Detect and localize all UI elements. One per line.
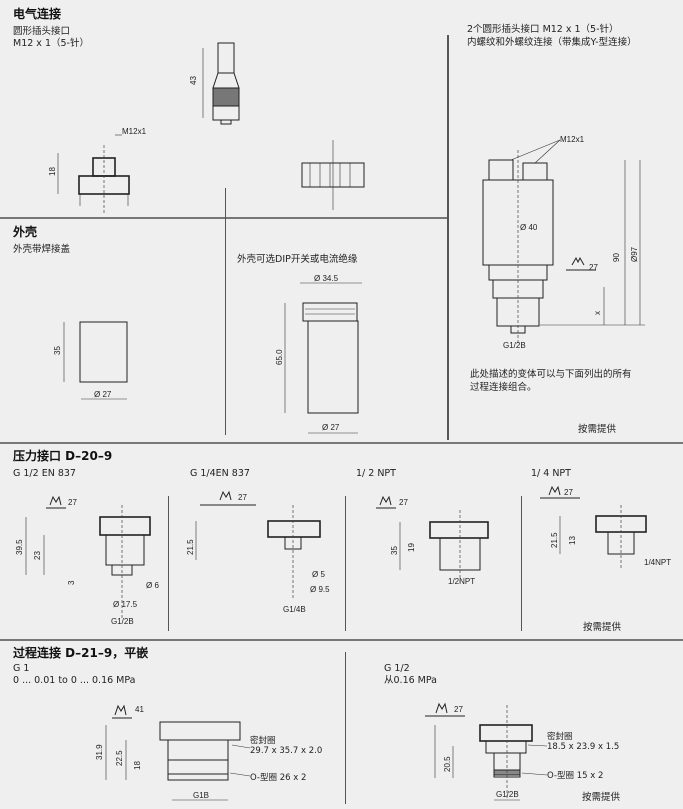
svg-text:3: 3 <box>67 580 76 585</box>
svg-text:13: 13 <box>568 536 577 545</box>
pressure-variant-label: 1/ 2 NPT <box>356 468 396 479</box>
divider <box>0 639 683 641</box>
svg-text:20.5: 20.5 <box>443 756 452 772</box>
section-title-process: 过程连接 D–21–9，平嵌 <box>13 646 149 660</box>
process-g1-drawing: 41 31.9 22.5 18 G1B <box>95 704 251 801</box>
svg-text:G1/2B: G1/2B <box>496 790 519 799</box>
welded-housing-drawing: 35 Ø 27 <box>53 321 128 400</box>
seal-size: 18.5 x 23.9 x 1.5 <box>547 742 620 752</box>
divider <box>168 496 169 631</box>
svg-text:M12x1: M12x1 <box>122 127 147 136</box>
svg-text:Ø 40: Ø 40 <box>520 223 538 232</box>
svg-text:Ø 34.5: Ø 34.5 <box>314 274 339 283</box>
svg-text:41: 41 <box>135 705 144 714</box>
process-g1-label: G 1 <box>13 663 30 674</box>
single-connector-label: 圆形插头接口 <box>13 26 71 37</box>
svg-text:39.5: 39.5 <box>15 539 24 555</box>
pressure-variant-label: G 1/2 EN 837 <box>13 468 76 479</box>
connector-plug-drawing: 43 <box>189 42 240 125</box>
pressure-npt14-drawing: 27 21.5 13 1/4NPT <box>540 485 671 570</box>
svg-text:Ø 27: Ø 27 <box>322 423 340 432</box>
svg-text:27: 27 <box>238 493 247 502</box>
pressure-variant-label: 1/ 4 NPT <box>531 468 571 479</box>
double-connector-label: 2个圆形插头接口 M12 x 1（5-针） <box>467 24 619 35</box>
svg-text:G1B: G1B <box>193 791 209 800</box>
seal-label: 密封圈 <box>547 732 573 742</box>
dip-housing-label: 外壳可选DIP开关或电流绝缘 <box>237 254 358 265</box>
oring-label: O-型圈 15 x 2 <box>547 771 604 781</box>
svg-text:Ø97: Ø97 <box>630 246 639 262</box>
pressure-g12-drawing: 27 39.5 23 3 Ø 6 Ø 17.5 G1/2B <box>15 495 159 626</box>
section-title-pressure: 压力接口 D–20–9 <box>13 449 113 463</box>
divider <box>0 442 683 444</box>
svg-text:Ø 17.5: Ø 17.5 <box>113 600 138 609</box>
on-request-note: 按需提供 <box>583 622 622 633</box>
divider <box>0 217 448 219</box>
svg-text:65.0: 65.0 <box>275 349 284 365</box>
svg-text:21.5: 21.5 <box>550 532 559 548</box>
svg-text:19: 19 <box>407 543 416 552</box>
divider <box>345 652 346 804</box>
svg-text:27: 27 <box>399 498 408 507</box>
svg-text:G1/4B: G1/4B <box>283 605 306 614</box>
connector-socket-drawing: 18 M12x1 <box>48 127 147 214</box>
svg-text:1/2NPT: 1/2NPT <box>448 577 475 586</box>
svg-text:18: 18 <box>133 761 142 770</box>
svg-text:23: 23 <box>33 551 42 560</box>
dip-housing-drawing: Ø 34.5 65.0 Ø 27 <box>275 274 362 434</box>
svg-text:27: 27 <box>589 263 598 272</box>
seal-size: 29.7 x 35.7 x 2.0 <box>250 746 323 756</box>
connector-top-view-drawing <box>301 140 365 210</box>
divider <box>345 496 346 631</box>
svg-text:Ø 9.5: Ø 9.5 <box>310 585 330 594</box>
process-g12-label: G 1/2 <box>384 663 410 674</box>
svg-text:22.5: 22.5 <box>115 750 124 766</box>
divider <box>447 35 449 440</box>
pressure-npt12-drawing: 27 35 19 1/2NPT <box>376 495 489 586</box>
svg-text:31.9: 31.9 <box>95 744 104 760</box>
double-connector-drawing: Ø 40 M12x1 27 90 Ø97 x G1/2B <box>482 135 645 350</box>
variant-note: 过程连接组合。 <box>470 382 537 393</box>
svg-text:G1/2B: G1/2B <box>503 341 526 350</box>
svg-text:27: 27 <box>454 705 463 714</box>
on-request-note: 按需提供 <box>578 424 617 435</box>
svg-text:18: 18 <box>48 167 57 176</box>
double-connector-spec: 内螺纹和外螺纹连接（带集成Y-型连接） <box>467 37 637 48</box>
oring-label: O-型圈 26 x 2 <box>250 773 307 783</box>
svg-text:27: 27 <box>68 498 77 507</box>
svg-text:Ø 6: Ø 6 <box>146 581 159 590</box>
svg-text:x: x <box>593 311 602 315</box>
process-g1-range: 0 ... 0.01 to 0 ... 0.16 MPa <box>13 675 136 686</box>
svg-text:Ø 5: Ø 5 <box>312 570 325 579</box>
pressure-g14-drawing: 27 21.5 Ø 5 Ø 9.5 G1/4B <box>186 490 330 614</box>
section-title-electrical: 电气连接 <box>13 7 62 21</box>
divider <box>521 496 522 631</box>
variant-note: 此处描述的变体可以与下面列出的所有 <box>470 369 632 380</box>
process-g12-drawing: 27 20.5 G1/2B <box>425 702 548 801</box>
svg-text:27: 27 <box>564 488 573 497</box>
svg-text:G1/2B: G1/2B <box>111 617 134 626</box>
svg-text:43: 43 <box>189 76 198 85</box>
svg-text:Ø 27: Ø 27 <box>94 390 112 399</box>
pressure-variant-label: G 1/4EN 837 <box>190 468 250 479</box>
welded-housing-label: 外壳带焊接盖 <box>13 244 71 255</box>
svg-text:35: 35 <box>53 346 62 355</box>
svg-text:90: 90 <box>612 253 621 262</box>
svg-text:21.5: 21.5 <box>186 539 195 555</box>
divider <box>225 230 226 435</box>
section-title-housing: 外壳 <box>13 225 38 239</box>
svg-text:35: 35 <box>390 546 399 555</box>
svg-text:1/4NPT: 1/4NPT <box>644 558 671 567</box>
seal-label: 密封圈 <box>250 736 276 746</box>
process-g12-range: 从0.16 MPa <box>384 675 437 686</box>
svg-text:M12x1: M12x1 <box>560 135 585 144</box>
single-connector-spec: M12 x 1（5-针） <box>13 38 89 49</box>
on-request-note: 按需提供 <box>582 792 621 803</box>
